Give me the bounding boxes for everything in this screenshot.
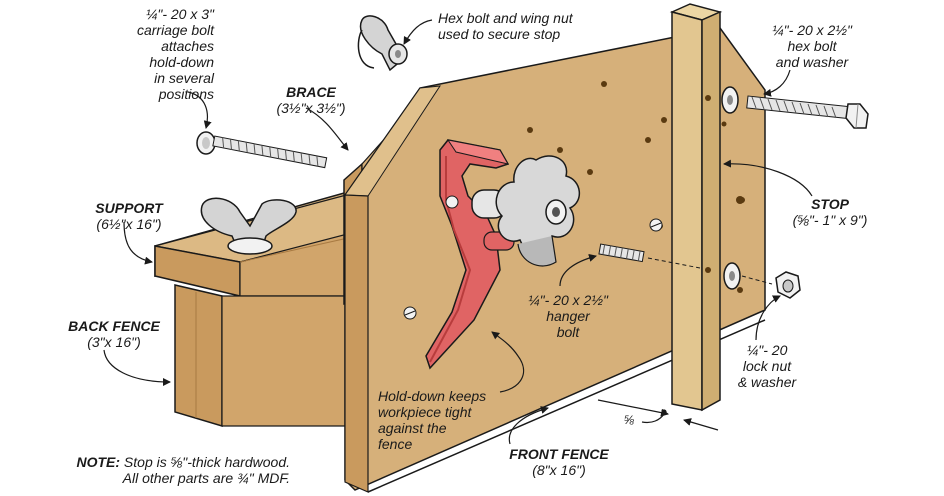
hex-bolt-washer-line: hex bolt	[787, 38, 837, 54]
stop-board	[669, 3, 727, 412]
hold-down-line: against the	[378, 420, 447, 436]
hanger-bolt-label: ¼"- 20 x 2½" hanger bolt	[508, 292, 628, 340]
back-fence-board	[174, 284, 351, 428]
carriage-bolt-line: ¼"- 20 x 3"	[145, 6, 214, 22]
star-knob-icon	[495, 155, 580, 267]
note-text-1: Stop is ⅝"-thick hardwood.	[120, 454, 290, 470]
hold-down-line: Hold-down keeps	[378, 388, 487, 404]
hold-down-line: fence	[378, 436, 413, 452]
hanger-bolt-line: bolt	[556, 324, 580, 340]
lock-nut-line: & washer	[737, 374, 797, 390]
hex-bolt-icon	[721, 86, 869, 129]
brace-title: BRACE	[286, 84, 336, 100]
offset-dimension	[597, 399, 719, 431]
stop-title: STOP	[811, 196, 849, 212]
back-fence-dims: (3"x 16")	[87, 334, 141, 350]
hold-down-label: Hold-down keeps workpiece tight against …	[378, 388, 486, 452]
stop-dims: (⅝"- 1" x 9")	[792, 212, 868, 228]
hex-wing-line: used to secure stop	[438, 26, 561, 42]
lock-nut-label: ¼"- 20 lock nut & washer	[722, 342, 812, 390]
carriage-bolt-line: in several	[154, 70, 214, 86]
lock-nut-line: ¼"- 20	[746, 342, 788, 358]
support-label: SUPPORT (6½"x 16")	[74, 200, 184, 232]
carriage-bolt-icon	[196, 131, 328, 169]
carriage-bolt-label: ¼"- 20 x 3" carriage bolt attaches hold-…	[96, 6, 214, 102]
brace-dims: (3½"x 3½")	[276, 100, 346, 116]
lock-nut-icon	[723, 262, 801, 299]
support-dims: (6½"x 16")	[96, 216, 162, 232]
note-label: NOTE: Stop is ⅝"-thick hardwood. All oth…	[20, 454, 290, 486]
hex-bolt-washer-line: and washer	[775, 54, 849, 70]
carriage-bolt-line: positions	[158, 86, 214, 102]
front-fence-label: FRONT FENCE (8"x 16")	[494, 446, 624, 478]
note-prefix: NOTE:	[76, 454, 121, 470]
back-fence-title: BACK FENCE	[68, 318, 160, 334]
hanger-bolt-line: ¼"- 20 x 2½"	[528, 292, 608, 308]
callout-leaders	[103, 19, 813, 445]
hex-wing-line: Hex bolt and wing nut	[438, 10, 573, 26]
carriage-bolt-line: carriage bolt	[136, 22, 214, 38]
lock-nut-line: lock nut	[742, 358, 792, 374]
note-line-1: NOTE: Stop is ⅝"-thick hardwood.	[20, 454, 290, 470]
hold-down-line: workpiece tight	[378, 404, 472, 420]
brace-label: BRACE (3½"x 3½")	[256, 84, 366, 116]
wing-nut-icon	[357, 15, 408, 72]
carriage-bolt-line: attaches	[161, 38, 214, 54]
note-text-2: All other parts are ¾" MDF.	[122, 470, 290, 486]
hex-bolt-washer-line: ¼"- 20 x 2½"	[772, 22, 852, 38]
front-fence-dims: (8"x 16")	[532, 462, 586, 478]
front-fence-title: FRONT FENCE	[509, 446, 609, 462]
stop-label: STOP (⅝"- 1" x 9")	[770, 196, 890, 228]
hanger-bolt-icon	[598, 243, 701, 269]
offset-label: ⅝	[624, 413, 635, 427]
support-title: SUPPORT	[95, 200, 163, 216]
wing-nut-icon	[200, 197, 297, 255]
back-fence-label: BACK FENCE (3"x 16")	[54, 318, 174, 350]
hanger-bolt-line: hanger	[546, 308, 590, 324]
carriage-bolt-line: hold-down	[149, 54, 214, 70]
hex-wing-label: Hex bolt and wing nut used to secure sto…	[438, 10, 573, 42]
hex-bolt-washer-label: ¼"- 20 x 2½" hex bolt and washer	[752, 22, 872, 70]
